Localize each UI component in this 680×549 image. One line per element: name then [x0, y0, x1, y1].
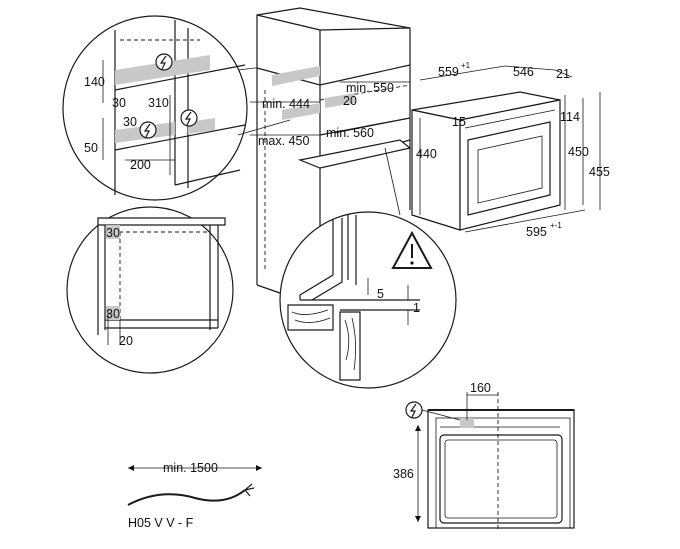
dim-455: 455: [589, 165, 610, 179]
oven-drawing: 559 +1 546 21 15 440 114 450 455 595 +-1: [411, 61, 610, 239]
dim-559-tolerance: +1: [461, 61, 471, 70]
dim-114: 114: [560, 110, 580, 124]
dim-200: 200: [130, 158, 151, 172]
electric-hazard-icon: [139, 121, 157, 139]
dim-595: 595: [526, 225, 547, 239]
dim-50: 50: [84, 141, 98, 155]
dim-1: 1: [413, 301, 420, 315]
dim-160: 160: [470, 381, 491, 395]
electric-hazard-icon: [405, 401, 423, 419]
dim-20-bottom: 20: [119, 334, 133, 348]
detail-circle-mid-left: 30 30 20: [66, 206, 234, 374]
dim-30-top: 30: [106, 226, 120, 240]
dim-595-tolerance: +-1: [550, 221, 562, 230]
dim-440: 440: [416, 147, 437, 161]
detail-circle-top-left: 140 30 310 30 50 200: [62, 15, 248, 201]
detail-circle-mid-right: 5 1: [279, 211, 457, 389]
cable-type-label: H05 V V - F: [128, 516, 194, 530]
front-view: 160 386: [393, 381, 575, 530]
warning-triangle-icon: [391, 230, 433, 269]
dim-30-upper: 30: [112, 96, 126, 110]
cabinet-niche: min. 444 max. 450 min. 550 20 min. 560: [250, 7, 412, 301]
dim-min-550: min. 550: [346, 81, 394, 95]
dim-559: 559: [438, 65, 459, 79]
dim-15: 15: [452, 115, 466, 129]
dim-21: 21: [556, 67, 570, 81]
cable-length-label: min. 1500: [163, 461, 218, 475]
dim-min-560: min. 560: [326, 126, 374, 140]
dim-30-lower: 30: [123, 115, 137, 129]
dim-5: 5: [377, 287, 384, 301]
dim-386: 386: [393, 467, 414, 481]
dim-max-450: max. 450: [258, 134, 309, 148]
dim-546: 546: [513, 65, 534, 79]
electric-hazard-icon: [180, 109, 198, 127]
electric-hazard-icon: [155, 53, 173, 71]
dim-450: 450: [568, 145, 589, 159]
dim-30-bottom: 30: [106, 307, 120, 321]
dim-20: 20: [343, 94, 357, 108]
power-cable: min. 1500 H05 V V - F: [127, 461, 262, 530]
dim-310: 310: [148, 96, 169, 110]
dim-140: 140: [84, 75, 105, 89]
dim-min-444: min. 444: [262, 97, 310, 111]
